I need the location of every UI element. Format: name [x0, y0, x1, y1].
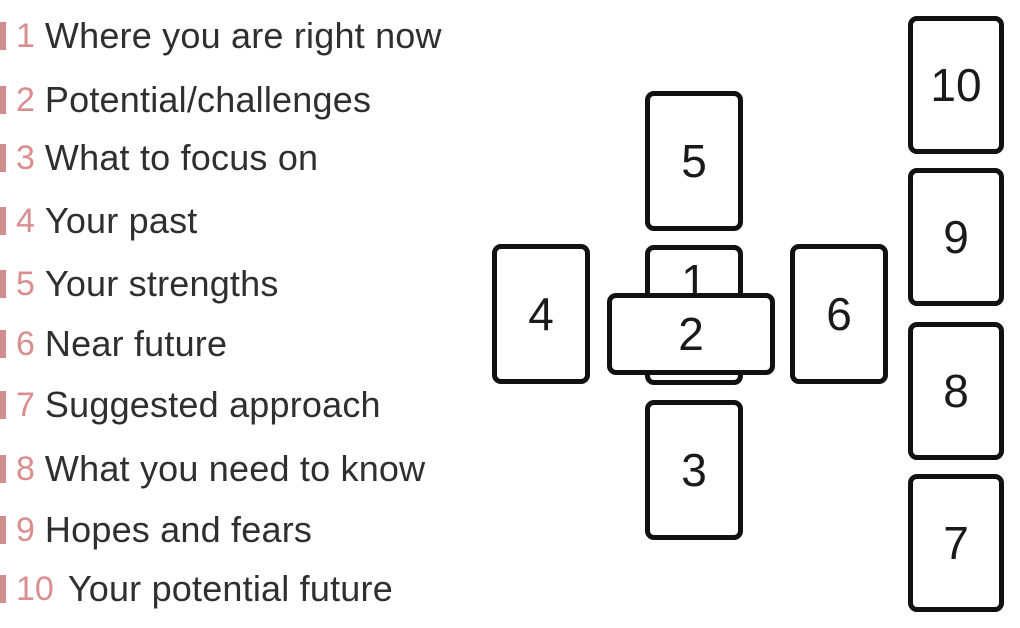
legend-number: 2	[16, 80, 35, 119]
card-number: 6	[826, 288, 852, 340]
legend-number: 10	[16, 569, 54, 608]
legend-item-9: 9 Hopes and fears	[0, 506, 312, 554]
card-4: 4	[492, 244, 590, 384]
legend-item-1: 1 Where you are right now	[0, 12, 442, 60]
legend-number: 1	[16, 16, 35, 55]
legend-number: 4	[16, 201, 35, 240]
legend-number: 7	[16, 385, 35, 424]
legend-marker	[0, 575, 6, 603]
legend-marker	[0, 144, 6, 172]
legend-item-3: 3 What to focus on	[0, 134, 318, 182]
legend-label: Your past	[44, 200, 198, 241]
legend-number: 3	[16, 138, 35, 177]
legend-label: What to focus on	[44, 137, 319, 178]
card-8: 8	[908, 322, 1004, 460]
legend-label: Hopes and fears	[44, 509, 313, 550]
legend-marker	[0, 455, 6, 483]
card-number: 2	[678, 308, 704, 360]
card-6: 6	[790, 244, 888, 384]
legend-marker	[0, 330, 6, 358]
card-number: 4	[528, 288, 554, 340]
card-2: 2	[607, 293, 775, 375]
legend-item-6: 6 Near future	[0, 320, 227, 368]
legend-number: 5	[16, 264, 35, 303]
legend-item-8: 8 What you need to know	[0, 445, 425, 493]
card-number: 3	[681, 444, 707, 496]
legend-item-2: 2 Potential/challenges	[0, 76, 371, 124]
legend-label: Your strengths	[44, 263, 279, 304]
legend-label: Near future	[44, 323, 228, 364]
legend-label: Potential/challenges	[44, 79, 372, 120]
card-5: 5	[645, 91, 743, 231]
legend-item-10: 10 Your potential future	[0, 565, 393, 613]
card-10: 10	[908, 16, 1004, 154]
legend-label: What you need to know	[44, 448, 426, 489]
card-9: 9	[908, 168, 1004, 306]
legend-item-4: 4 Your past	[0, 197, 198, 245]
legend-marker	[0, 270, 6, 298]
legend-number: 6	[16, 324, 35, 363]
card-number: 10	[930, 59, 982, 111]
position-legend: 1 Where you are right now 2 Potential/ch…	[0, 12, 442, 613]
legend-label: Suggested approach	[44, 384, 381, 425]
legend-number: 9	[16, 510, 35, 549]
legend-item-5: 5 Your strengths	[0, 260, 279, 308]
legend-number: 8	[16, 449, 35, 488]
legend-item-7: 7 Suggested approach	[0, 381, 381, 429]
card-number: 7	[943, 517, 969, 569]
card-number: 5	[681, 135, 707, 187]
legend-marker	[0, 207, 6, 235]
legend-marker	[0, 516, 6, 544]
card-7: 7	[908, 474, 1004, 612]
legend-label: Your potential future	[67, 568, 393, 609]
card-3: 3	[645, 400, 743, 540]
card-number: 9	[943, 211, 969, 263]
legend-marker	[0, 22, 6, 50]
legend-marker	[0, 391, 6, 419]
legend-marker	[0, 86, 6, 114]
legend-label: Where you are right now	[44, 15, 442, 56]
card-number: 8	[943, 365, 969, 417]
